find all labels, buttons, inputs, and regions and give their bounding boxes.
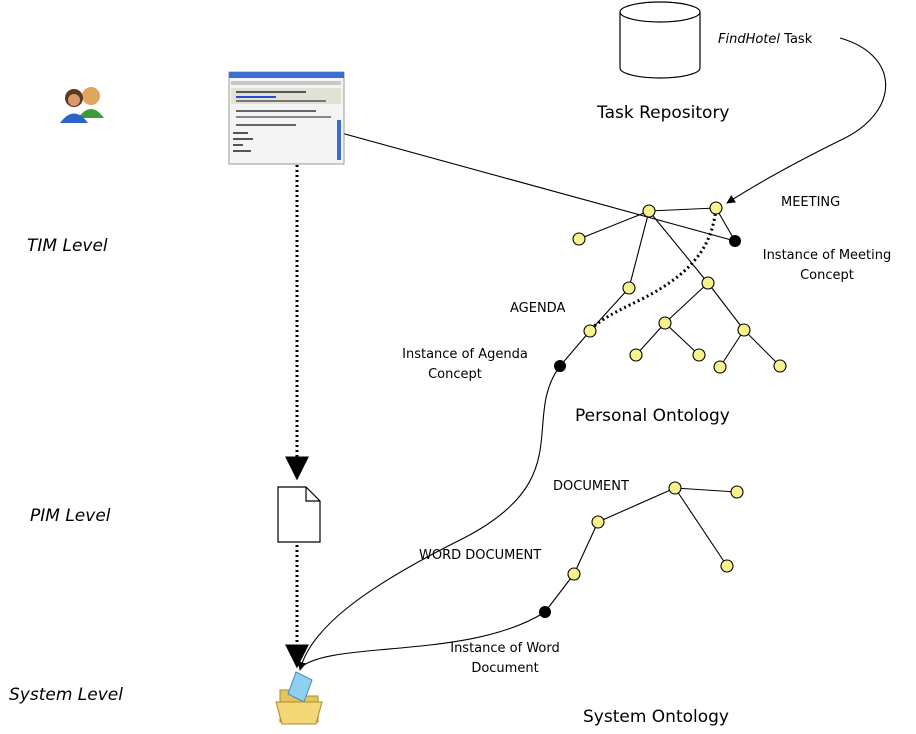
agenda-label: AGENDA (510, 301, 565, 316)
document-node (668, 481, 682, 495)
system-ontology-edges (544, 487, 738, 613)
ontology-node (720, 559, 734, 573)
ontology-node (629, 348, 643, 362)
agenda-instance-label-line1: Instance of Agenda (402, 347, 528, 362)
ontology-node (730, 485, 744, 499)
open-folder-icon (275, 671, 323, 725)
users-icon (60, 87, 104, 123)
meeting-agenda-dotted-path (588, 208, 718, 332)
agenda-instance-to-folder-arrow (297, 365, 561, 671)
meeting-instance-label-line2: Concept (800, 268, 854, 283)
ontology-node (773, 359, 787, 373)
database-cylinder-icon (619, 1, 701, 79)
ontology-node (591, 515, 605, 529)
personal-ontology-nodes (554, 201, 787, 374)
meeting-instance-node (729, 235, 741, 247)
tim-level-label: TIM Level (27, 236, 108, 256)
document-label: DOCUMENT (553, 479, 629, 494)
agenda-instance-label-line2: Concept (428, 367, 482, 382)
task-repository-title: Task Repository (596, 103, 730, 123)
findhotel-task-label: FindHotel Task (718, 32, 813, 47)
system-level-label: System Level (9, 685, 123, 705)
ontology-node (737, 323, 751, 337)
agenda-node (583, 324, 597, 338)
word-instance-label-line1: Instance of Word (450, 641, 560, 656)
document-icon (277, 486, 321, 543)
connectors (285, 37, 887, 671)
meeting-node (709, 201, 723, 215)
findhotel-task-name: FindHotel (718, 32, 780, 47)
word-instance-node (539, 606, 551, 618)
word-instance-to-folder-line (299, 611, 546, 669)
task-to-meeting-arrow (726, 37, 887, 204)
ontology-node (701, 276, 715, 290)
ontology-node (658, 316, 672, 330)
ontology-node (692, 348, 706, 362)
word-document-node (567, 567, 581, 581)
pim-level-label: PIM Level (30, 506, 111, 526)
screenshot-to-meeting-line (311, 124, 736, 242)
personal-ontology-edges (559, 207, 781, 368)
personal-ontology-title: Personal Ontology (575, 406, 730, 426)
system-ontology-title: System Ontology (583, 707, 729, 727)
agenda-instance-node (554, 360, 566, 372)
ontology-node (713, 360, 727, 374)
word-document-label: WORD DOCUMENT (419, 548, 541, 563)
ontology-node (622, 281, 636, 295)
meeting-instance-label-line1: Instance of Meeting (763, 248, 892, 263)
ontology-node (642, 204, 656, 218)
window-thumbnail-icon (228, 71, 345, 165)
ontology-node (572, 232, 586, 246)
findhotel-task-suffix: Task (780, 32, 813, 47)
system-ontology-nodes (539, 481, 744, 618)
word-instance-label-line2: Document (471, 661, 538, 676)
meeting-label: MEETING (781, 195, 840, 210)
